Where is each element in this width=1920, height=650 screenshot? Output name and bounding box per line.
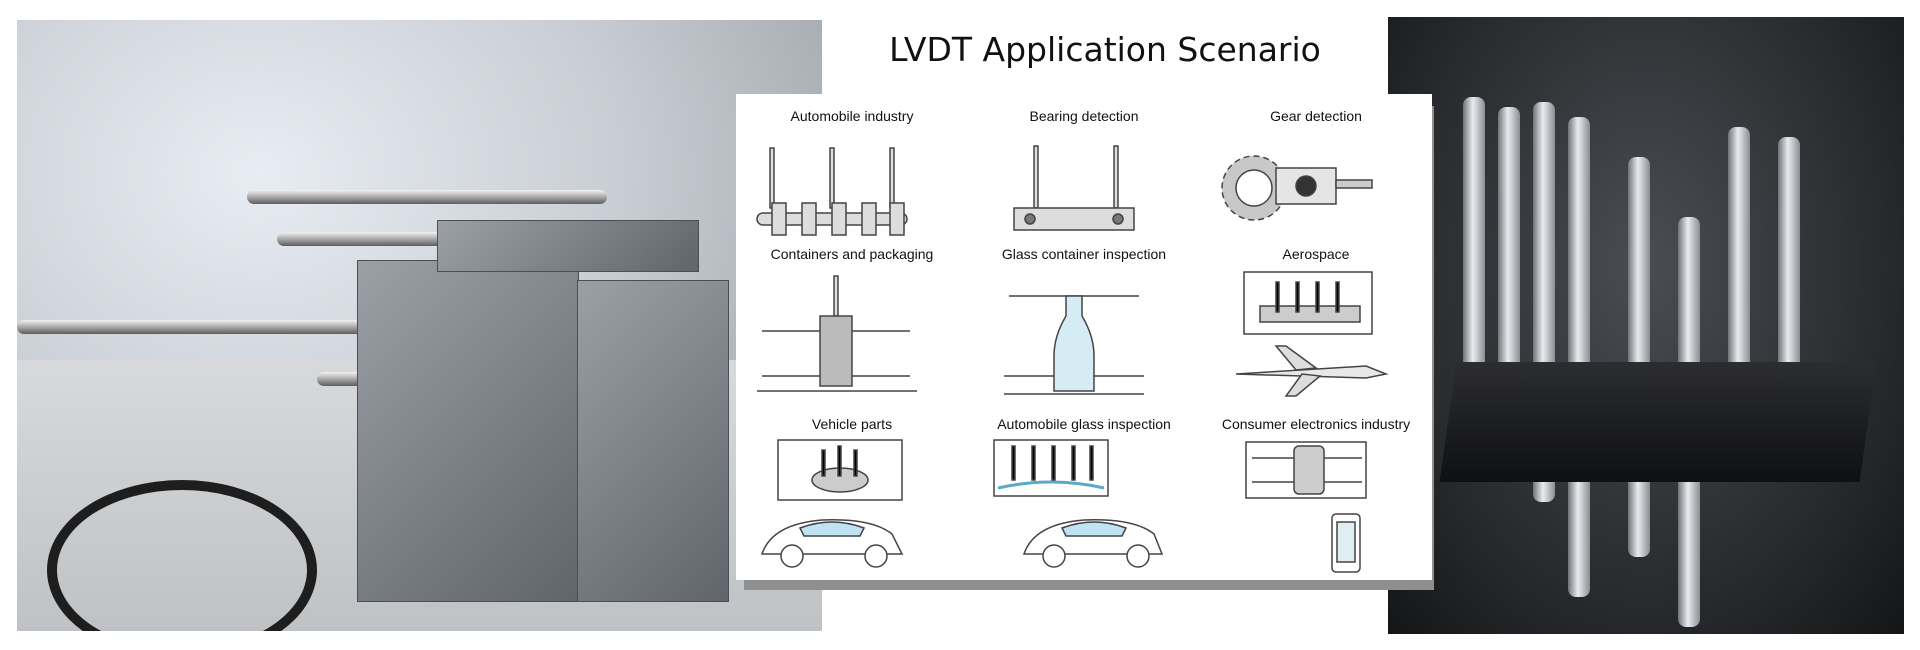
- app-cell-glass-container: Glass container inspection: [968, 232, 1200, 395]
- app-label: Glass container inspection: [1001, 246, 1167, 262]
- mounting-plate: [1439, 362, 1877, 482]
- app-label: Consumer electronics industry: [1221, 416, 1411, 432]
- app-cell-bearing: Bearing detection: [968, 94, 1200, 254]
- container-icon: [757, 275, 917, 392]
- fixture-clamp: [357, 260, 579, 602]
- app-cell-gear: Gear detection: [1200, 94, 1432, 254]
- lvdt-probe-rod: [247, 190, 607, 204]
- app-cell-automobile: Automobile industry: [736, 94, 968, 254]
- app-cell-automobile-glass: Automobile glass inspection: [968, 402, 1200, 568]
- app-label: Containers and packaging: [770, 246, 934, 262]
- lvdt-probe: [1628, 157, 1650, 557]
- bearing-icon: [1013, 145, 1135, 231]
- app-cell-consumer-electronics: Consumer electronics industry: [1200, 402, 1432, 573]
- cable-coil: [47, 480, 317, 631]
- app-label: Bearing detection: [1029, 108, 1139, 124]
- app-label: Aerospace: [1282, 246, 1350, 262]
- bottle-icon: [1004, 295, 1144, 395]
- smartphone-icon: [1245, 441, 1367, 573]
- fixture-arm: [437, 220, 699, 272]
- crankshaft-icon: [756, 147, 908, 236]
- lvdt-probe: [1568, 117, 1590, 597]
- page-title: LVDT Application Scenario: [889, 30, 1321, 69]
- lvdt-probes-photo: [1388, 17, 1904, 634]
- app-label: Gear detection: [1270, 108, 1362, 124]
- app-label: Automobile glass inspection: [997, 416, 1171, 432]
- app-cell-containers: Containers and packaging: [736, 232, 968, 392]
- fixture-clamp: [577, 280, 729, 602]
- app-cell-vehicle-parts: Vehicle parts: [736, 402, 968, 568]
- lvdt-fixture-photo: [17, 20, 822, 631]
- app-label: Automobile industry: [790, 108, 914, 124]
- application-grid: Automobile industry Bearing detection Ge…: [736, 94, 1432, 580]
- app-cell-aerospace: Aerospace: [1200, 232, 1432, 397]
- car-part-icon: [760, 439, 904, 568]
- gear-icon: [1221, 155, 1373, 221]
- car-glass-icon: [993, 439, 1164, 568]
- app-label: Vehicle parts: [811, 416, 893, 432]
- airplane-icon: [1235, 271, 1389, 397]
